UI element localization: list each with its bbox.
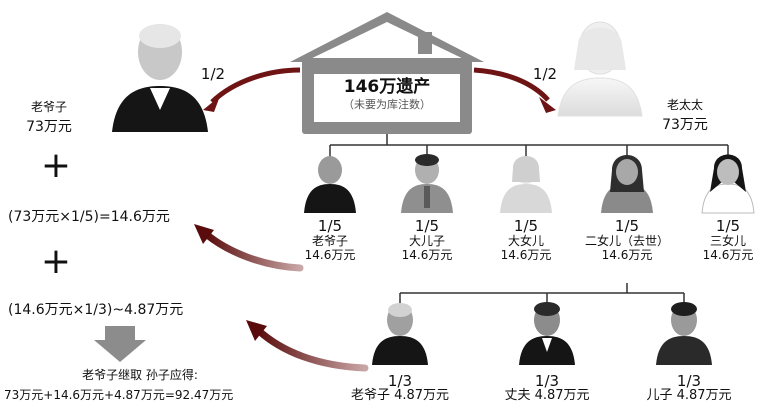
grandma-amount: 73万元	[662, 117, 708, 133]
child-avatar-3	[500, 156, 552, 213]
child-card-5: 1/5 三女儿 14.6万元	[688, 218, 768, 262]
estate-total: 146万遗产	[343, 77, 431, 97]
plus-sign-1: +	[40, 145, 72, 186]
arrow-to-equation-2	[246, 320, 369, 372]
plus-sign-2: +	[40, 241, 72, 282]
house-caption: 146万遗产 （未要为库注数）	[312, 76, 462, 112]
child-card-3: 1/5 大女儿 14.6万元	[486, 218, 566, 262]
child-avatar-5	[701, 154, 755, 214]
grandchild-label: 儿子 4.87万元	[646, 388, 732, 403]
grandpa-name: 老爷子	[30, 100, 67, 114]
grandchild-card-1: 1/3 老爷子 4.87万元	[330, 373, 470, 403]
result-down-arrow-icon	[94, 326, 146, 362]
grandpa-avatar	[112, 24, 208, 132]
child-share: 1/5	[513, 217, 539, 235]
grandchild-share: 1/3	[387, 372, 413, 390]
grandchild-card-2: 1/3 丈夫 4.87万元	[477, 373, 617, 403]
estate-note: （未要为库注数）	[343, 98, 431, 111]
child-card-2: 1/5 大儿子 14.6万元	[387, 218, 467, 262]
grandchild-label: 老爷子 4.87万元	[350, 388, 450, 403]
arrow-to-equation-1	[194, 224, 304, 272]
grandma-share: 1/2	[532, 65, 558, 83]
child-name: 大女儿	[507, 234, 544, 248]
grandchild-share: 1/3	[676, 372, 702, 390]
child-name: 三女儿	[709, 234, 746, 248]
grandpa-amount: 73万元	[26, 119, 72, 135]
child-share: 1/5	[317, 217, 343, 235]
child-amount: 14.6万元	[401, 248, 453, 262]
arrow-to-grandma	[473, 67, 556, 113]
child-card-1: 1/5 老爷子 14.6万元	[290, 218, 370, 262]
result-total: 73万元+14.6万元+4.87万元=92.47万元	[4, 388, 234, 402]
house-icon	[290, 12, 484, 134]
grandchild-label: 丈夫 4.87万元	[504, 388, 590, 403]
child-share: 1/5	[715, 217, 741, 235]
child-amount: 14.6万元	[702, 248, 754, 262]
child-avatar-2	[401, 154, 453, 213]
grandchild-share: 1/3	[534, 372, 560, 390]
tree-lines-grandchildren	[399, 283, 685, 303]
child-card-4: 1/5 二女儿（去世） 14.6万元	[572, 218, 682, 262]
child-name: 二女儿（去世）	[584, 234, 669, 248]
grandchild-avatar-3	[656, 302, 712, 365]
child-amount: 14.6万元	[601, 248, 653, 262]
child-share: 1/5	[614, 217, 640, 235]
child-avatar-4	[601, 155, 653, 213]
child-avatar-1	[304, 156, 356, 213]
child-amount: 14.6万元	[500, 248, 552, 262]
child-name: 老爷子	[311, 234, 348, 248]
grandma-name: 老太太	[666, 98, 703, 112]
child-name: 大儿子	[408, 234, 445, 248]
child-share: 1/5	[414, 217, 440, 235]
grandchild-card-3: 1/3 儿子 4.87万元	[619, 373, 759, 403]
grandchild-avatar-1	[372, 303, 428, 365]
result-title: 老爷子继取 孙子应得:	[82, 368, 198, 382]
equation-2: (14.6万元×1/3)~4.87万元	[8, 302, 184, 318]
child-amount: 14.6万元	[304, 248, 356, 262]
grandpa-share: 1/2	[200, 65, 226, 83]
equation-1: (73万元×1/5)=14.6万元	[8, 209, 170, 225]
tree-lines-children	[329, 134, 729, 158]
arrow-to-grandpa	[203, 67, 301, 112]
grandma-avatar	[557, 21, 643, 117]
grandchild-avatar-2	[519, 302, 575, 365]
